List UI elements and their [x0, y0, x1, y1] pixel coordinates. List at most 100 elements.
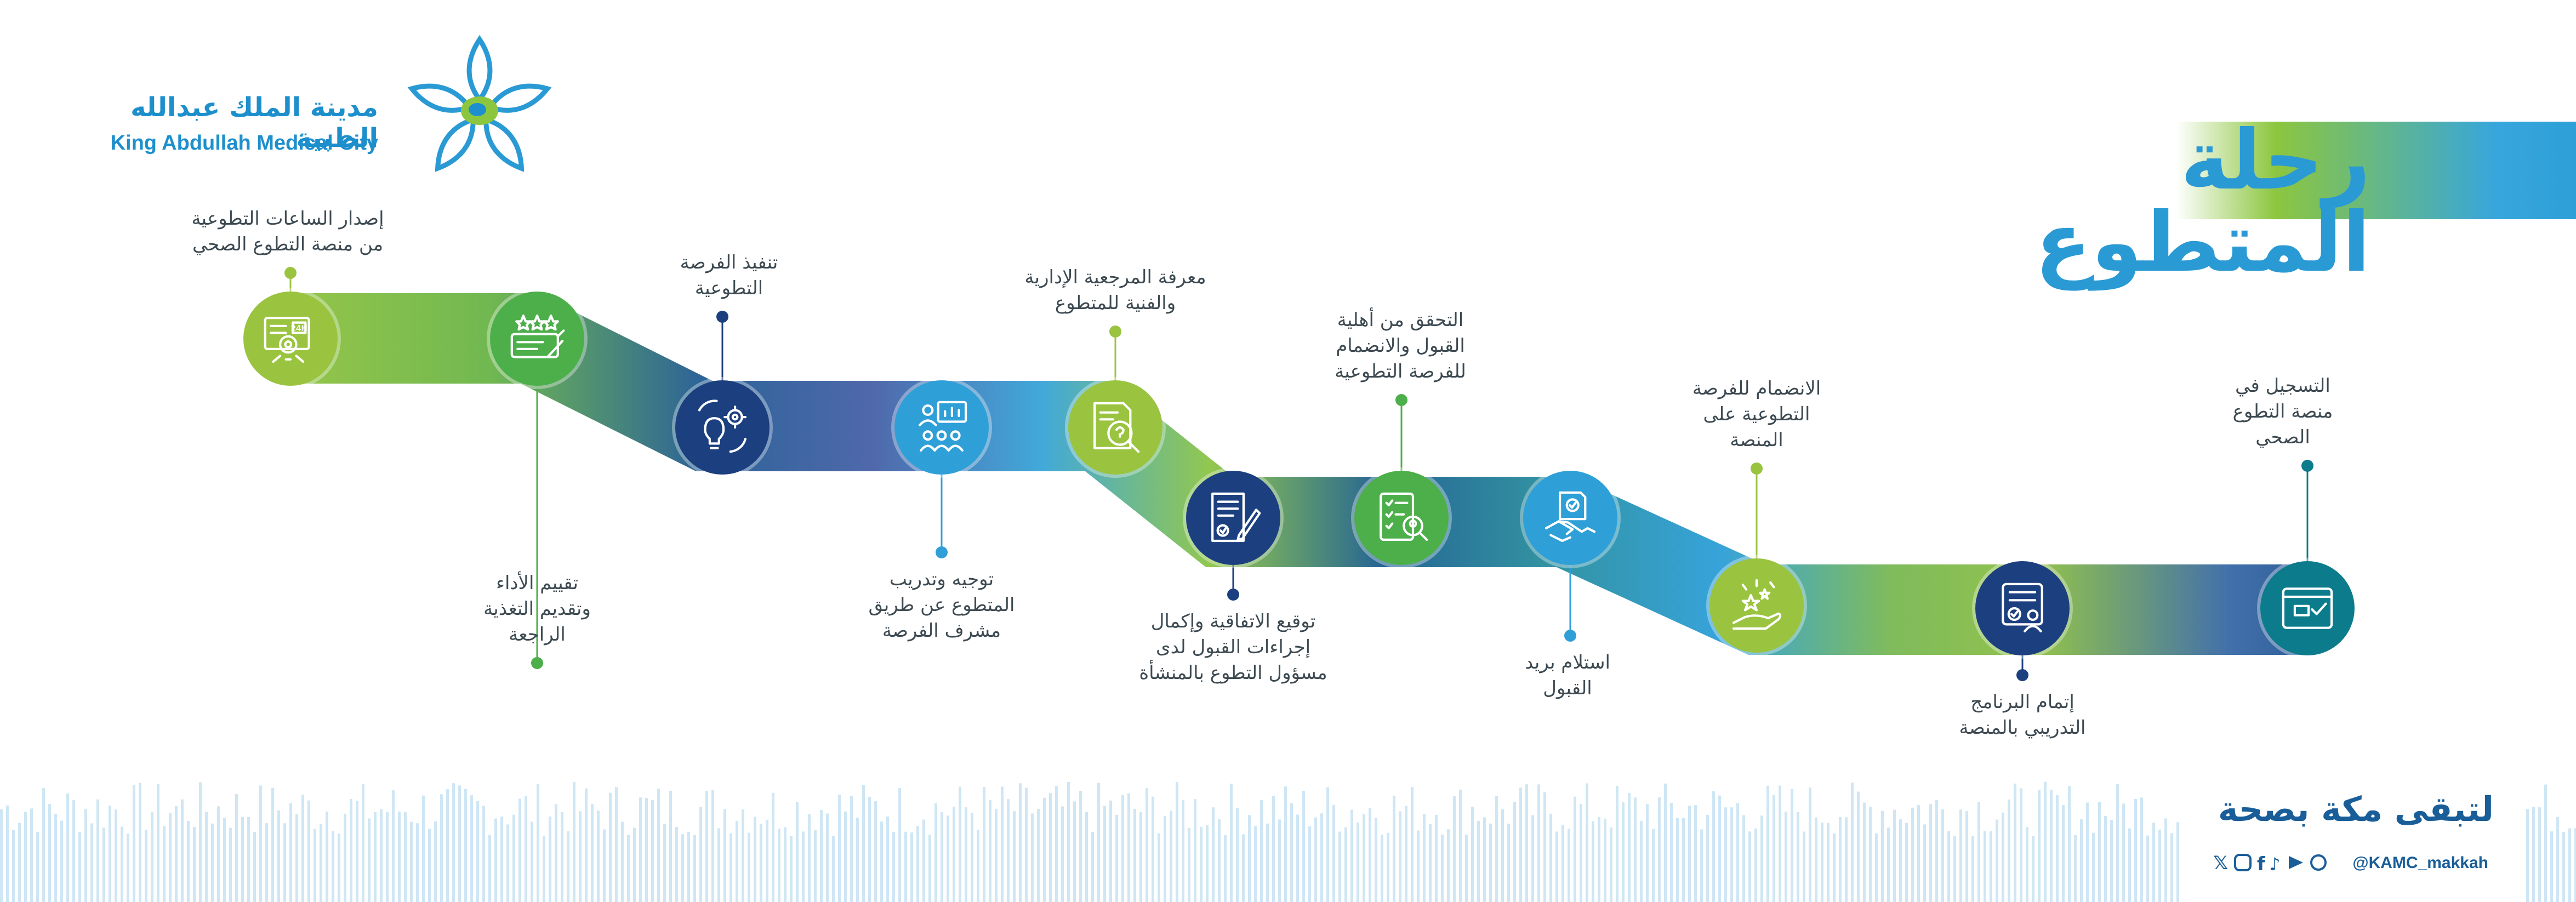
stripe	[350, 798, 352, 902]
stripe	[1688, 806, 1691, 902]
stripe	[1839, 817, 1842, 902]
stripe	[1260, 800, 1263, 902]
step-label-line: التسجيل في	[2235, 375, 2330, 397]
stripe	[121, 826, 123, 902]
idea-gear-icon	[698, 399, 747, 453]
stripe	[1561, 824, 1564, 902]
stripe	[1598, 817, 1600, 902]
step-connector-dot	[1564, 630, 1576, 642]
stripe	[2158, 829, 2161, 902]
stripe	[199, 782, 202, 902]
stripe	[1326, 787, 1329, 902]
stripe	[983, 787, 985, 902]
stripe	[2574, 828, 2576, 902]
certificate-24h-icon: 24H	[264, 317, 310, 363]
stripe	[223, 818, 226, 902]
stripe	[193, 826, 196, 902]
stripe	[1929, 804, 1932, 902]
stripe	[1236, 808, 1239, 902]
title-gradient-bar	[2176, 122, 2576, 219]
stripe	[1049, 793, 1052, 902]
step-label-line: التدريبي بالمنصة	[1959, 716, 2086, 739]
stripe	[543, 836, 545, 902]
stripe	[1387, 832, 1389, 902]
stripe	[1194, 799, 1196, 902]
stripe	[2128, 828, 2131, 902]
stripe	[1700, 829, 1703, 902]
stripe	[338, 834, 340, 902]
stripe	[1990, 831, 1992, 902]
instagram-icon	[2234, 854, 2252, 871]
hand-stars-icon	[1732, 579, 1782, 630]
stripe	[1429, 824, 1432, 902]
stripe	[1652, 829, 1655, 902]
stripe	[1785, 812, 1787, 902]
stripe	[1158, 833, 1160, 902]
stripe	[1809, 787, 1811, 902]
stripe	[1489, 823, 1492, 902]
stripe	[2080, 819, 2083, 902]
stripe	[1381, 835, 1383, 902]
stripe	[2050, 790, 2053, 902]
stripe	[1314, 817, 1317, 902]
stripe	[989, 800, 991, 902]
stripe	[500, 817, 503, 902]
stripe	[1827, 823, 1830, 902]
stripe	[971, 813, 973, 902]
stripe	[2014, 783, 2016, 902]
stripe	[1592, 821, 1594, 902]
stripe	[1676, 818, 1679, 902]
stripe	[30, 808, 33, 902]
stripe	[1212, 807, 1215, 902]
stripe	[645, 798, 648, 902]
stripe	[2562, 831, 2565, 902]
kamc-logo-icon	[407, 35, 552, 172]
stripe	[392, 790, 395, 902]
stripe	[1357, 822, 1359, 902]
stripe	[838, 795, 841, 902]
stripe	[1779, 785, 1781, 902]
stripe	[1224, 835, 1227, 902]
stripe	[953, 807, 955, 902]
stripe	[1513, 802, 1516, 902]
stripe	[1001, 786, 1004, 902]
stripe	[1332, 805, 1335, 902]
stripe	[1344, 827, 1347, 902]
stripe	[320, 824, 322, 902]
stripe	[862, 785, 865, 902]
handshake-document-icon	[1545, 491, 1596, 543]
stripe	[12, 830, 15, 902]
stripe	[494, 818, 497, 902]
stripe	[2134, 798, 2137, 902]
stripe	[1133, 808, 1136, 902]
stripe	[404, 812, 407, 902]
stripe	[1320, 813, 1323, 902]
stripe	[1525, 784, 1528, 902]
stripe	[217, 806, 220, 902]
stripe	[711, 790, 714, 902]
stripe	[525, 796, 527, 902]
stripe	[1887, 827, 1890, 902]
stripe	[965, 807, 967, 902]
stripe	[1507, 824, 1510, 902]
stripe	[1821, 823, 1823, 902]
stripe	[416, 823, 419, 902]
stripe	[904, 831, 907, 902]
step-nodes: 24H	[240, 288, 2358, 659]
stripe	[386, 812, 389, 902]
stripe	[1127, 793, 1130, 902]
browser-check-icon	[2282, 587, 2333, 629]
stripe	[681, 834, 684, 902]
stripe	[518, 798, 521, 902]
step-connector-dot	[284, 267, 297, 279]
stripe	[1941, 809, 1944, 902]
stripe	[374, 812, 377, 902]
stripe	[1483, 817, 1486, 902]
step-connector-dot	[531, 657, 543, 669]
stripe	[1851, 783, 1854, 902]
stripe	[796, 802, 799, 902]
stripe	[1109, 800, 1112, 902]
stripe	[1411, 786, 1414, 902]
stripe	[2550, 831, 2553, 902]
